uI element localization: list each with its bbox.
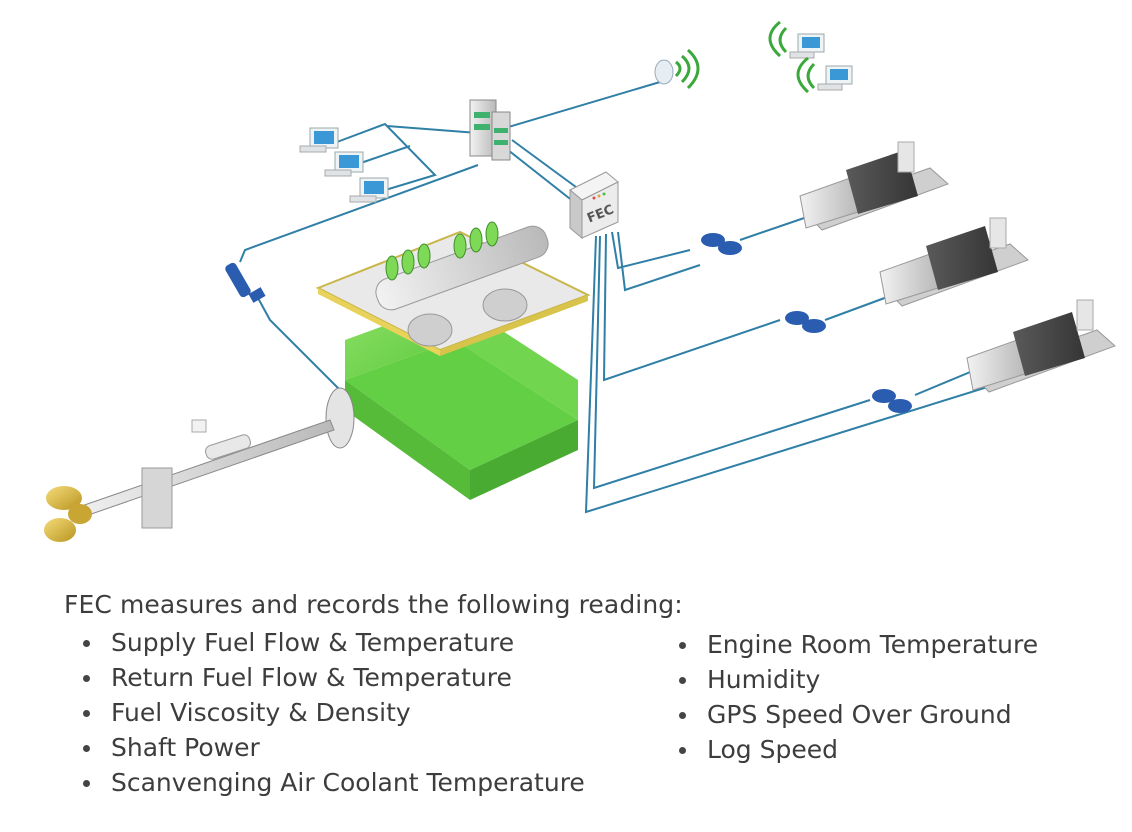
generator-set-2	[879, 217, 1029, 307]
genset-flow-meter-3	[872, 389, 912, 413]
main-engine	[315, 221, 591, 500]
fec-controller-box: FEC	[569, 171, 619, 240]
list-item: Return Fuel Flow & Temperature	[64, 660, 585, 695]
data-cables	[239, 81, 1011, 514]
fec-system-diagram: FEC	[44, 20, 1116, 542]
propeller-shaft	[69, 419, 335, 529]
server-rack	[469, 99, 511, 161]
list-item: Scanvenging Air Coolant Temperature	[64, 765, 585, 800]
readings-list-left: Supply Fuel Flow & Temperature Return Fu…	[64, 625, 585, 800]
list-item: Fuel Viscosity & Density	[64, 695, 585, 730]
list-item: GPS Speed Over Ground	[660, 697, 1038, 732]
list-item: Supply Fuel Flow & Temperature	[64, 625, 585, 660]
list-item: Shaft Power	[64, 730, 585, 765]
list-item: Humidity	[660, 662, 1038, 697]
caption-intro: FEC measures and records the following r…	[64, 590, 683, 619]
genset-flow-meter-1	[701, 233, 742, 255]
workstation-1	[299, 127, 339, 153]
workstation-3	[349, 177, 389, 203]
generator-set-3	[966, 299, 1116, 393]
readings-list-right: Engine Room Temperature Humidity GPS Spe…	[660, 627, 1038, 767]
generator-set-1	[799, 141, 949, 231]
remote-computer-1	[768, 20, 825, 59]
propeller	[44, 486, 92, 542]
list-item: Log Speed	[660, 732, 1038, 767]
readings-caption: FEC measures and records the following r…	[64, 590, 1104, 797]
genset-flow-meter-2	[785, 311, 826, 333]
remote-computer-2	[796, 56, 853, 94]
engine-flow-meter	[225, 262, 266, 303]
list-item: Engine Room Temperature	[660, 627, 1038, 662]
wifi-antenna-icon	[654, 48, 700, 90]
workstation-2	[324, 151, 364, 177]
